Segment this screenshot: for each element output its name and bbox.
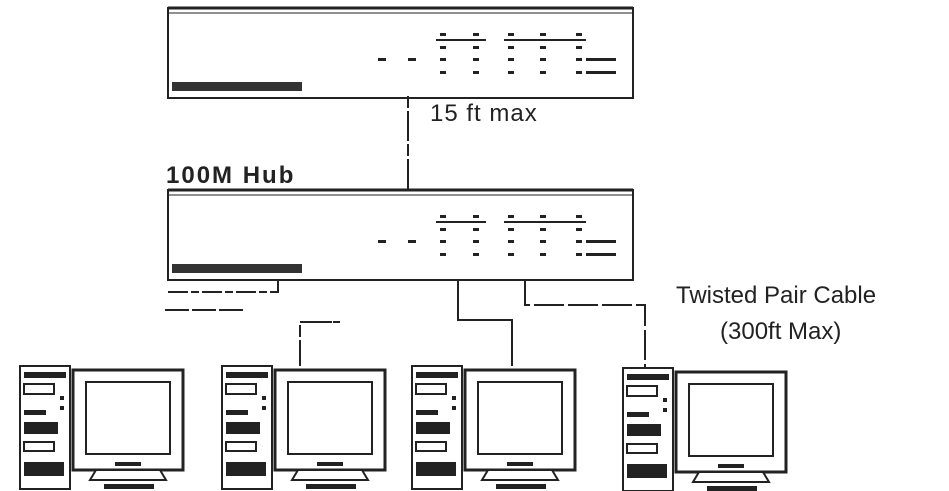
workstation-3 bbox=[412, 366, 575, 489]
workstation-2 bbox=[222, 366, 385, 489]
workstation-1 bbox=[20, 366, 183, 489]
cable-to-pc-3 bbox=[458, 280, 512, 366]
cable-to-pc-2 bbox=[300, 322, 340, 366]
workstation-4 bbox=[623, 368, 786, 491]
twisted-pair-cables bbox=[165, 280, 645, 368]
cable-to-pc-4 bbox=[525, 280, 645, 368]
upstream-hub bbox=[168, 8, 633, 98]
main-hub bbox=[168, 190, 633, 280]
cable-to-pc-1 bbox=[165, 280, 278, 292]
hub-title-label: 100M Hub bbox=[166, 162, 295, 190]
hub-link-length-label: 15 ft max bbox=[430, 100, 538, 128]
cable-type-label: Twisted Pair Cable bbox=[676, 282, 876, 310]
cable-limit-label: (300ft Max) bbox=[720, 318, 841, 346]
